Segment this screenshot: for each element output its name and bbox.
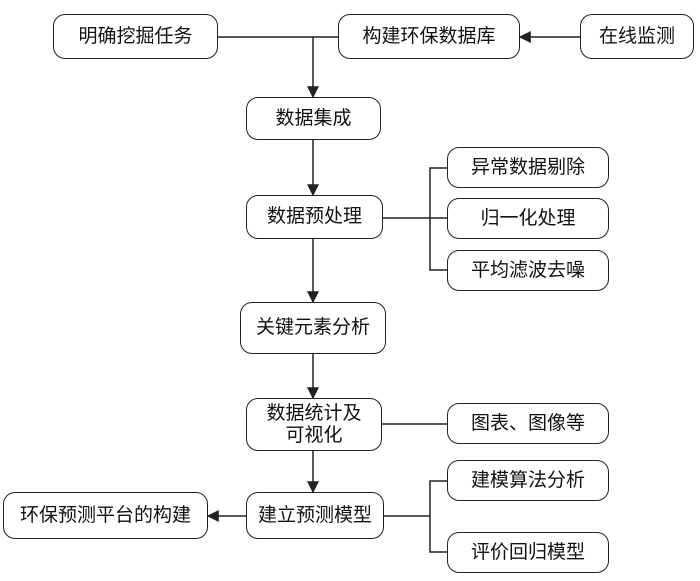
node-outlier-removal: 异常数据剔除 [447,147,609,188]
bracket-preprocess [429,167,447,271]
node-data-preprocessing: 数据预处理 [246,195,383,239]
node-define-task: 明确挖掘任务 [53,14,218,59]
node-charts-images: 图表、图像等 [447,403,609,444]
node-algorithm-analysis: 建模算法分析 [447,460,609,501]
node-platform: 环保预测平台的构建 [3,492,208,539]
node-build-database: 构建环保数据库 [338,14,520,59]
node-evaluate-model: 评价回归模型 [447,532,609,573]
bracket-model [429,480,447,553]
node-normalization: 归一化处理 [447,198,609,239]
node-data-integration: 数据集成 [246,97,381,140]
node-key-elements: 关键元素分析 [240,302,386,354]
node-build-model: 建立预测模型 [246,492,384,539]
node-online-monitoring: 在线监测 [580,14,694,59]
node-denoise: 平均滤波去噪 [447,250,609,291]
node-statistics-visualization: 数据统计及 可视化 [246,398,382,451]
